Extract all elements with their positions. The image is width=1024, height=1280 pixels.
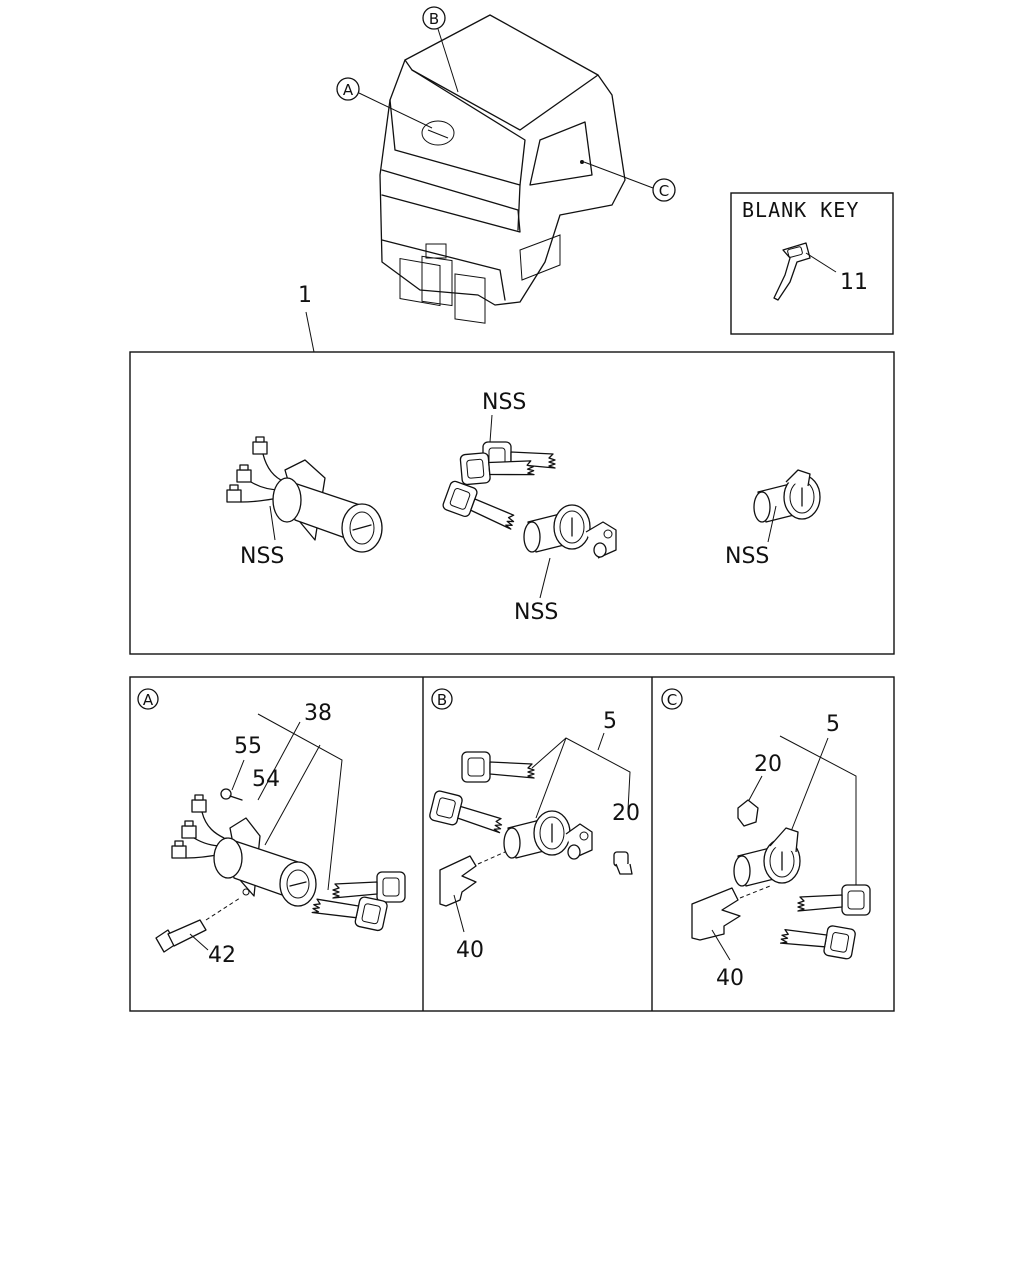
nss-label-keys: NSS [482, 390, 526, 415]
panel-a-tag: A [143, 691, 154, 709]
assembly-leader: 1 [298, 283, 315, 353]
ignition-switch-detail-icon [171, 794, 317, 907]
blank-key-box: BLANK KEY 11 [730, 192, 894, 335]
part-55-label: 55 [234, 734, 262, 759]
small-lock-cylinder-icon [753, 469, 821, 523]
part-38-label: 38 [304, 701, 332, 726]
part-54-label: 54 [252, 767, 280, 792]
lock-set-assembly-box: NSS NSS NSS NSS [129, 351, 895, 655]
callout-c: C [583, 161, 676, 202]
ignition-switch-icon [226, 436, 383, 553]
door-lock-cylinder-b-icon [503, 810, 593, 860]
blank-key-title: BLANK KEY [742, 198, 859, 222]
clip-20-c-icon [737, 799, 759, 827]
panel-a: A 38 55 54 [137, 688, 406, 968]
truck-cab-illustration [379, 14, 626, 324]
panel-b: B 5 20 40 [428, 688, 640, 963]
svg-text:C: C [659, 182, 669, 200]
callout-a: A [336, 77, 433, 129]
blank-key-icon [773, 242, 811, 301]
part-5-label-c: 5 [826, 712, 840, 737]
key-set-a-icon [310, 871, 406, 932]
nss-label-ignition: NSS [240, 544, 284, 569]
bolt-42-icon [155, 897, 241, 953]
panel-c-tag: C [667, 691, 677, 709]
door-lock-cylinder-icon [523, 504, 617, 559]
clip-20-b-icon [613, 851, 633, 875]
part-40-label-b: 40 [456, 938, 484, 963]
part-5-label-b: 5 [603, 709, 617, 734]
key-set-c-icon [779, 884, 871, 961]
panel-c: C 5 20 40 [661, 688, 871, 991]
svg-text:B: B [429, 10, 439, 28]
retainer-40-c-icon [691, 885, 771, 941]
part-11-label: 11 [840, 270, 868, 295]
key-set-b-icon [428, 751, 535, 838]
part-20-label-c: 20 [754, 752, 782, 777]
callout-b: B [422, 6, 459, 93]
screw-55-icon [220, 788, 243, 801]
door-lock-cylinder-c-icon [733, 827, 801, 887]
nss-label-small-cylinder: NSS [725, 544, 769, 569]
panel-b-tag: B [437, 691, 447, 709]
retainer-40-b-icon [439, 851, 506, 907]
part-42-label: 42 [208, 943, 236, 968]
svg-text:A: A [343, 81, 354, 99]
detail-panels-frame [129, 676, 895, 1012]
part-40-label-c: 40 [716, 966, 744, 991]
nss-label-door-lock: NSS [514, 600, 558, 625]
part-20-label-b: 20 [612, 801, 640, 826]
part-1-label: 1 [298, 283, 312, 308]
